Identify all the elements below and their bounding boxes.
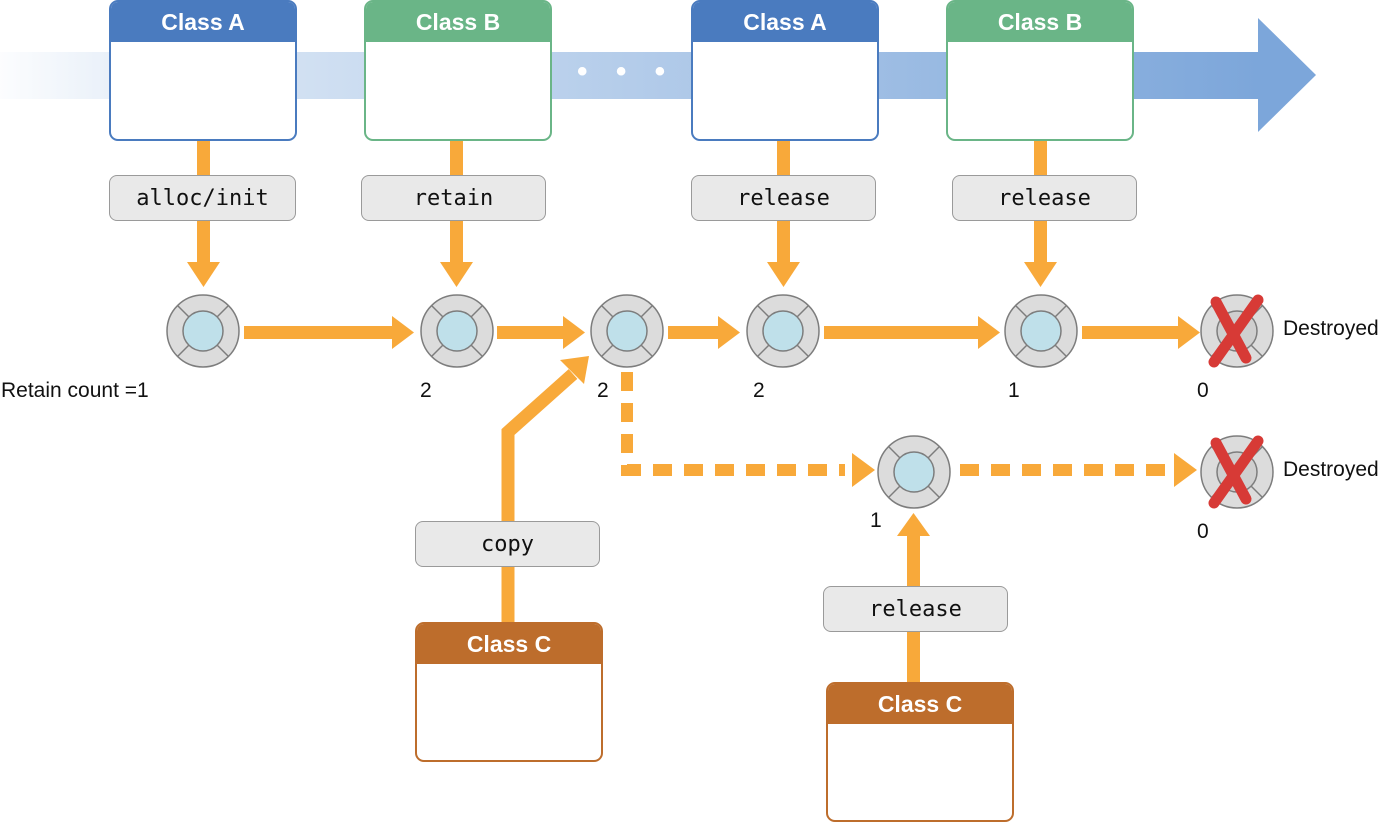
- object-node-5: [1004, 294, 1078, 368]
- class-c-box-2: Class C: [826, 682, 1014, 822]
- object-node-destroyed-top: [1200, 294, 1274, 368]
- method-release-b: release: [952, 175, 1137, 221]
- arrow-copy-node-end: [960, 453, 1197, 487]
- destroyed-label: Destroyed: [1283, 317, 1379, 340]
- arrow-n5-n6: [1082, 316, 1200, 349]
- cross-icon: [1208, 294, 1264, 368]
- retain-count: 1: [1008, 379, 1020, 402]
- cross-icon: [1208, 435, 1264, 509]
- method-copy: copy: [415, 521, 600, 567]
- destroyed-label: Destroyed: [1283, 458, 1379, 481]
- retain-count-label: Retain count =1: [1, 379, 149, 402]
- retain-count: 2: [753, 379, 765, 402]
- object-node-4: [746, 294, 820, 368]
- arrow-copy: [501, 356, 589, 622]
- retain-count: 2: [597, 379, 609, 402]
- arrow-copy-branch: [621, 372, 875, 487]
- object-node-1: [166, 294, 240, 368]
- class-c-title: Class C: [828, 684, 1012, 724]
- arrow-n3-n4: [668, 316, 740, 349]
- retain-count: 1: [870, 509, 882, 532]
- object-node-copy: [877, 435, 951, 509]
- retain-count: 2: [420, 379, 432, 402]
- object-node-3: [590, 294, 664, 368]
- class-c-box-1: Class C: [415, 622, 603, 762]
- class-a-box-2: Class A: [691, 0, 879, 141]
- class-a-title: Class A: [693, 2, 877, 42]
- arrow-n2-n3: [497, 316, 585, 349]
- class-c-title: Class C: [417, 624, 601, 664]
- class-a-title: Class A: [111, 2, 295, 42]
- method-release-a: release: [691, 175, 876, 221]
- class-b-box-2: Class B: [946, 0, 1134, 141]
- class-b-title: Class B: [366, 2, 550, 42]
- timeline-ellipsis: • • •: [577, 55, 676, 88]
- arrow-n1-n2: [244, 316, 414, 349]
- method-retain: retain: [361, 175, 546, 221]
- object-node-2: [420, 294, 494, 368]
- class-a-box-1: Class A: [109, 0, 297, 141]
- retain-count: 0: [1197, 520, 1209, 543]
- object-node-destroyed-bottom: [1200, 435, 1274, 509]
- retain-count: 0: [1197, 379, 1209, 402]
- class-b-box-1: Class B: [364, 0, 552, 141]
- method-release-c: release: [823, 586, 1008, 632]
- method-alloc-init: alloc/init: [109, 175, 296, 221]
- class-b-title: Class B: [948, 2, 1132, 42]
- arrow-n4-n5: [824, 316, 1000, 349]
